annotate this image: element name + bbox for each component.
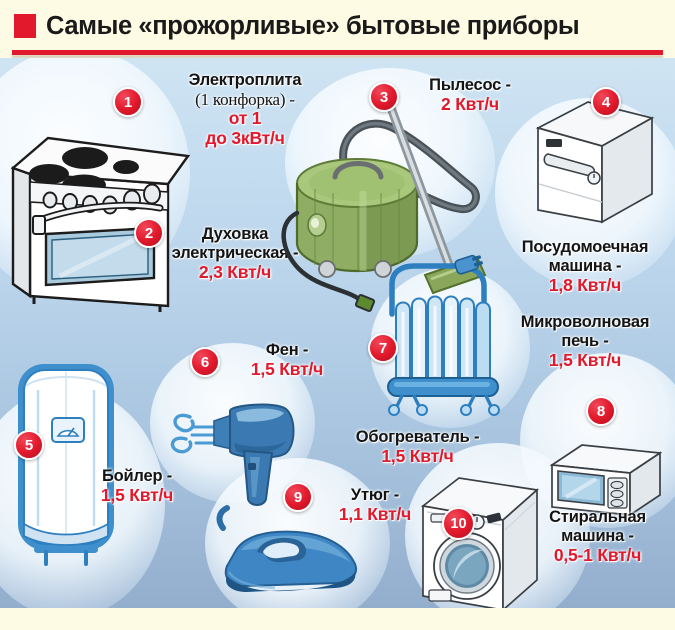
label-dishwasher: Посудомоечная машина - 1,8 Квт/ч	[495, 238, 675, 296]
badge-10[interactable]: 10	[442, 507, 475, 540]
appliance-name: Духовка	[201, 225, 269, 243]
washing-machine-icon	[415, 470, 555, 608]
appliance-value: 1,5 Квт/ч	[250, 358, 324, 379]
appliance-name: Посудомоечная	[521, 238, 649, 256]
appliance-value: 2 Квт/ч	[441, 93, 499, 114]
badge-1[interactable]: 1	[113, 87, 143, 117]
badge-7[interactable]: 7	[368, 333, 398, 363]
header-bullet-square	[14, 14, 36, 38]
hair-dryer-icon	[160, 383, 310, 506]
label-vacuum-cleaner: Пылесос - 2 Квт/ч	[395, 76, 545, 115]
appliance-value: 1,8 Квт/ч	[548, 274, 622, 295]
dishwasher-icon	[530, 98, 660, 233]
badge-8[interactable]: 8	[586, 396, 616, 426]
appliance-subname: печь -	[561, 331, 609, 350]
header-bar: Самые «прожорливые» бытовые приборы	[0, 0, 675, 52]
oil-radiator-heater-icon	[370, 254, 520, 416]
label-iron: Утюг - 1,1 Квт/ч	[310, 486, 440, 525]
electric-stove-icon	[8, 78, 208, 312]
badge-4[interactable]: 4	[591, 87, 621, 117]
badge-9[interactable]: 9	[283, 482, 313, 512]
appliance-name: Бойлер -	[101, 467, 173, 485]
appliance-name: Фен -	[265, 341, 309, 359]
appliance-name: Пылесос -	[429, 76, 511, 94]
appliance-subname: (1 конфорка) -	[195, 89, 295, 109]
label-washing-machine: Стиральная машина - 0,5-1 Квт/ч	[520, 508, 675, 566]
label-electric-stove: Электроплита (1 конфорка) - от 1 до 3кВт…	[150, 71, 340, 149]
footer-strip	[0, 608, 675, 630]
appliance-value: 1,5 Квт/ч	[100, 484, 174, 505]
appliance-value: от 1	[228, 108, 262, 129]
badge-2[interactable]: 2	[134, 218, 164, 248]
label-heater: Обогреватель - 1,5 Квт/ч	[320, 428, 515, 467]
badge-5[interactable]: 5	[14, 430, 44, 460]
illustration-stage: 1 Электроплита (1 конфорка) - от 1 до 3к…	[0, 58, 675, 608]
label-hair-dryer: Фен - 1,5 Квт/ч	[222, 341, 352, 380]
appliance-value: 1,1 Квт/ч	[338, 503, 412, 524]
appliance-name: Утюг -	[350, 486, 400, 504]
appliance-value-2: до 3кВт/ч	[205, 128, 285, 149]
appliance-name: Обогреватель -	[355, 428, 480, 446]
appliance-value: 1,5 Квт/ч	[548, 349, 622, 370]
microwave-oven-icon	[548, 433, 668, 523]
badge-6[interactable]: 6	[190, 347, 220, 377]
appliance-name: Стиральная	[549, 508, 646, 526]
clothes-iron-icon	[205, 490, 365, 605]
page-title: Самые «прожорливые» бытовые приборы	[46, 11, 580, 40]
appliance-subname: машина -	[561, 526, 634, 545]
header-rule	[12, 50, 663, 55]
label-boiler: Бойлер - 1,5 Квт/ч	[62, 467, 212, 506]
appliance-value: 0,5-1 Квт/ч	[553, 544, 642, 565]
badge-3[interactable]: 3	[369, 82, 399, 112]
appliance-name: Электроплита	[188, 71, 302, 89]
label-microwave: Микроволновая печь - 1,5 Квт/ч	[495, 313, 675, 371]
appliance-name: Микроволновая	[520, 313, 650, 331]
appliance-value: 2,3 Квт/ч	[198, 261, 272, 282]
appliance-subname: электрическая -	[171, 243, 299, 262]
appliance-subname: машина -	[548, 256, 622, 275]
water-heater-boiler-icon	[8, 356, 128, 576]
label-electric-oven: Духовка электрическая - 2,3 Квт/ч	[155, 225, 315, 283]
appliance-value: 1,5 Квт/ч	[381, 445, 454, 466]
header-rule-shadow	[12, 55, 663, 58]
